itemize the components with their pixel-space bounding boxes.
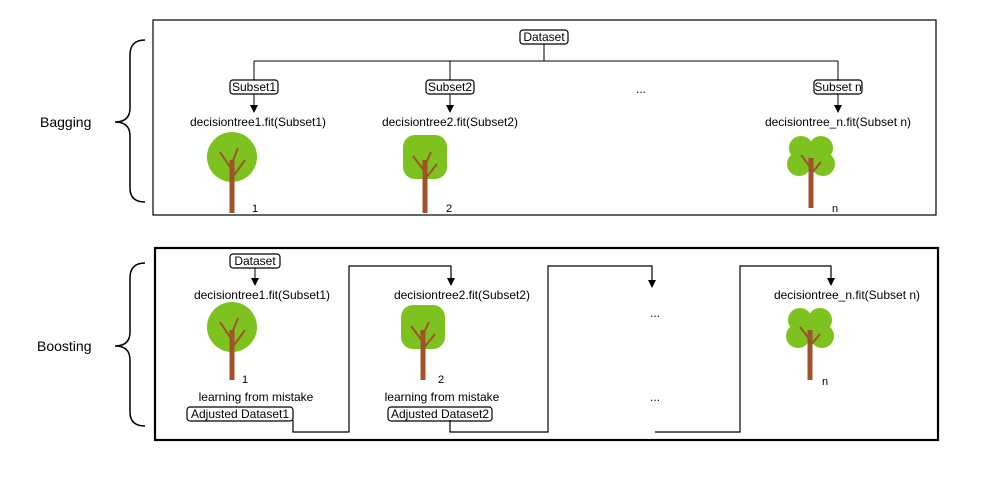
tree-icon: [207, 132, 257, 213]
tree-number: 2: [446, 203, 452, 215]
bagging-dataset-label: Dataset: [523, 30, 565, 44]
boosting-section: Boosting Dataset decisiontree1.fit(Subse…: [37, 246, 940, 442]
tree-number: 1: [242, 374, 248, 386]
tree-icon: [401, 305, 445, 380]
boosting-panel: [153, 246, 940, 442]
bagging-label: Bagging: [40, 114, 91, 130]
tree-icon: [786, 308, 834, 380]
bagging-brace: [114, 39, 146, 203]
subset-label: Subset n: [814, 80, 861, 94]
learning-label: learning from mistake: [385, 390, 500, 404]
fit-label: decisiontree2.fit(Subset2): [382, 115, 518, 129]
adjusted-dataset-box: [387, 406, 493, 422]
fit-label: decisiontree1.fit(Subset1): [194, 288, 330, 302]
fit-label: decisiontree1.fit(Subset1): [190, 115, 326, 129]
learning-label: learning from mistake: [199, 390, 314, 404]
tree-icon: [403, 135, 447, 213]
tree-icon: [787, 136, 835, 208]
connector: [655, 265, 835, 433]
adjusted-dataset-box: [186, 406, 294, 422]
fit-label: decisiontree_n.fit(Subset n): [765, 115, 911, 129]
tree-number: 2: [438, 374, 444, 386]
tree-icon: [207, 302, 257, 380]
tree-number: 1: [252, 203, 258, 215]
adjusted-dataset-label: Adjusted Dataset2: [391, 407, 489, 421]
tree-number: n: [832, 203, 838, 215]
bagging-section: Bagging Dataset Subset1 decisiontree1.fi…: [40, 19, 937, 216]
subset-label: Subset2: [428, 80, 472, 94]
ellipsis: ...: [650, 390, 660, 404]
adjusted-dataset-label: Adjusted Dataset1: [191, 407, 289, 421]
fit-label: decisiontree2.fit(Subset2): [394, 288, 530, 302]
boosting-label: Boosting: [37, 338, 91, 354]
bagging-panel: [152, 19, 937, 216]
tree-number: n: [822, 376, 828, 388]
boosting-brace: [114, 262, 146, 427]
ellipsis: ...: [650, 306, 660, 320]
connector: [449, 265, 656, 433]
boosting-dataset-label: Dataset: [234, 254, 276, 268]
ellipsis: ...: [636, 82, 646, 96]
fit-label: decisiontree_n.fit(Subset n): [774, 288, 920, 302]
subset-label: Subset1: [232, 80, 276, 94]
connector: [292, 265, 455, 433]
